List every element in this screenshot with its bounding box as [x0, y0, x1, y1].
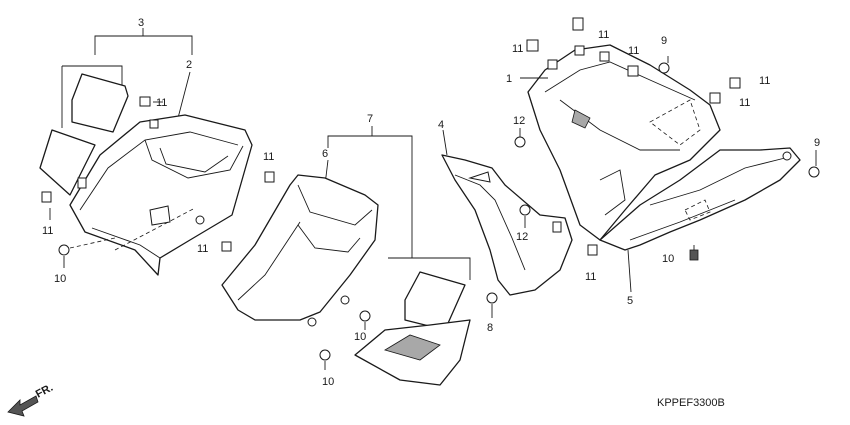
- callout-10: 10: [662, 253, 674, 265]
- callout-12: 12: [513, 115, 525, 127]
- callout-4: 4: [438, 119, 444, 131]
- callout-10: 10: [354, 331, 366, 343]
- left-inner-panel-insert: [71, 73, 129, 133]
- side-panel-4: [441, 154, 573, 296]
- bolt-icon: [58, 244, 70, 256]
- callout-9: 9: [814, 137, 820, 149]
- clip-icon: [139, 96, 151, 107]
- front-label: FR.: [34, 382, 55, 401]
- bolt-icon: [519, 204, 531, 216]
- middle-cowl-group: [221, 126, 471, 386]
- callout-11: 11: [739, 97, 750, 109]
- callout-7: 7: [367, 113, 373, 125]
- callout-11: 11: [598, 29, 609, 41]
- callout-11: 11: [628, 45, 639, 57]
- under-cowl-group: [520, 17, 820, 293]
- lower-cowl-5: [599, 147, 801, 251]
- front-direction-indicator: FR.: [7, 382, 55, 417]
- bolt-icon: [359, 310, 371, 322]
- callout-9: 9: [661, 35, 667, 47]
- clip-icon: [41, 191, 52, 203]
- bolt-icon: [658, 62, 670, 74]
- arrow-icon: [7, 395, 39, 417]
- callout-1: 1: [506, 73, 512, 85]
- center-side-panel-group: [441, 128, 573, 318]
- right-middle-cowl: [221, 174, 379, 321]
- bolt-icon: [319, 349, 331, 361]
- callout-11: 11: [512, 43, 523, 55]
- diagram-code: KPPEF3300B: [657, 397, 725, 409]
- bolt-icon: [689, 249, 699, 261]
- callout-10: 10: [54, 273, 66, 285]
- callout-11: 11: [197, 243, 208, 255]
- clip-icon: [729, 77, 741, 89]
- left-side-flap: [39, 129, 96, 196]
- callout-11: 11: [759, 75, 770, 87]
- callout-3: 3: [138, 17, 144, 29]
- callout-11: 11: [156, 97, 167, 109]
- callout-2: 2: [186, 59, 192, 71]
- clip-icon: [709, 92, 721, 104]
- clip-icon: [572, 17, 584, 31]
- inner-cover-left-group: [39, 28, 253, 276]
- clip-icon: [526, 39, 539, 52]
- callout-6: 6: [322, 148, 328, 160]
- callout-8: 8: [487, 322, 493, 334]
- bolt-icon: [808, 166, 820, 178]
- bolt-icon: [486, 292, 498, 304]
- bolt-icon: [514, 136, 526, 148]
- callout-11: 11: [585, 271, 596, 283]
- left-middle-cowl: [69, 114, 253, 276]
- callout-5: 5: [627, 295, 633, 307]
- callout-12: 12: [516, 231, 528, 243]
- clip-icon: [627, 65, 639, 77]
- callout-10: 10: [322, 376, 334, 388]
- lower-panel-insert: [404, 271, 466, 331]
- callout-11: 11: [263, 151, 274, 163]
- callout-11: 11: [42, 225, 53, 237]
